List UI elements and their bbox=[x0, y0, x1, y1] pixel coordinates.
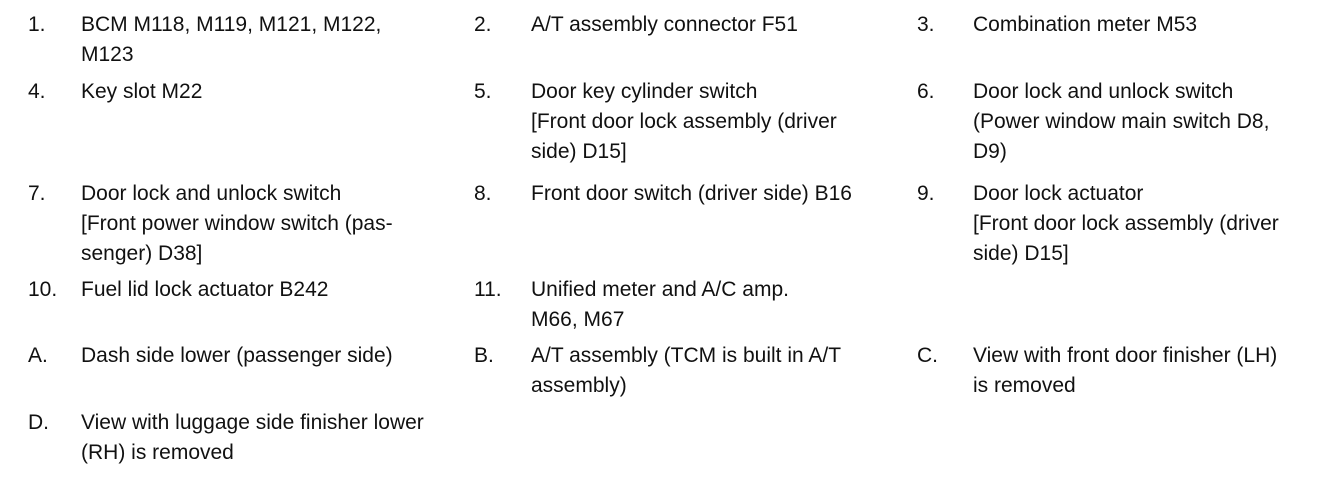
legend-item-number: 10. bbox=[28, 278, 58, 301]
legend-item-number: 1. bbox=[28, 13, 46, 36]
legend-item-number: 6. bbox=[917, 80, 935, 103]
legend-item-number: 5. bbox=[474, 80, 492, 103]
legend-item-number: C. bbox=[917, 344, 938, 367]
legend-item-text: Door lock and unlock switch (Power windo… bbox=[973, 80, 1270, 163]
legend-item-text: A/T assembly (TCM is built in A/T assemb… bbox=[531, 344, 842, 397]
legend-item-number: 11. bbox=[474, 278, 502, 301]
legend-item-text: View with front door finisher (LH) is re… bbox=[973, 344, 1278, 397]
legend-item-text: Door lock actuator [Front door lock asse… bbox=[973, 182, 1279, 265]
legend-item-number: 7. bbox=[28, 182, 46, 205]
legend-item-text: Unified meter and A/C amp. M66, M67 bbox=[531, 278, 789, 331]
legend-item-text: View with luggage side finisher lower (R… bbox=[81, 411, 424, 464]
legend-item-number: 2. bbox=[474, 13, 492, 36]
legend-item-number: A. bbox=[28, 344, 48, 367]
legend-item-text: BCM M118, M119, M121, M122, M123 bbox=[81, 13, 382, 66]
legend-item-number: D. bbox=[28, 411, 49, 434]
legend-item-text: Door lock and unlock switch [Front power… bbox=[81, 182, 393, 265]
legend-item-text: Fuel lid lock actuator B242 bbox=[81, 278, 329, 301]
legend-item-text: Door key cylinder switch [Front door loc… bbox=[531, 80, 837, 163]
legend-item-text: Dash side lower (passenger side) bbox=[81, 344, 393, 367]
legend-item-number: 8. bbox=[474, 182, 492, 205]
legend-item-text: Combination meter M53 bbox=[973, 13, 1198, 36]
legend-item-number: B. bbox=[474, 344, 494, 367]
legend-item-number: 4. bbox=[28, 80, 46, 103]
legend-item-text: Key slot M22 bbox=[81, 80, 203, 103]
legend-item-number: 9. bbox=[917, 182, 935, 205]
legend-item-text: Front door switch (driver side) B16 bbox=[531, 182, 852, 205]
legend-item-text: A/T assembly connector F51 bbox=[531, 13, 798, 36]
legend-item-number: 3. bbox=[917, 13, 935, 36]
